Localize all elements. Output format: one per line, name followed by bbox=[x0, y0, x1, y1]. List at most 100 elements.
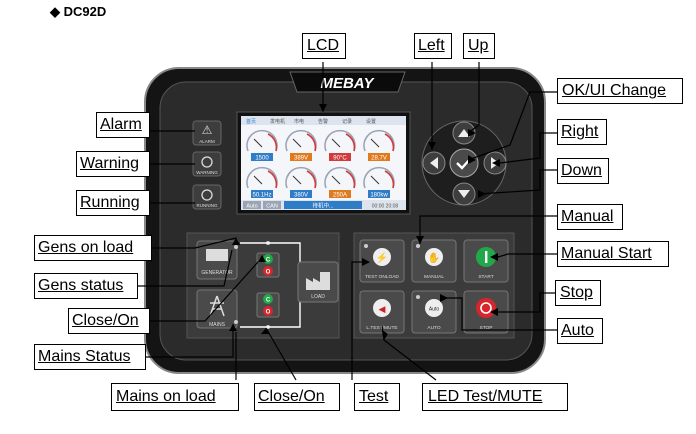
svg-text:1500: 1500 bbox=[255, 156, 269, 162]
lcd-gauge: 250A bbox=[324, 166, 356, 199]
callout-running-label: Running bbox=[80, 194, 140, 211]
test-onload-button: ⚡ TEST ONLOAD bbox=[359, 239, 405, 283]
svg-text:CAN: CAN bbox=[266, 204, 278, 210]
callout-up-label: Up bbox=[468, 37, 489, 54]
callout-right bbox=[557, 119, 607, 145]
svg-text:START: START bbox=[478, 274, 493, 280]
callout-warning bbox=[76, 151, 150, 177]
lcd-tab: 记录 bbox=[342, 118, 352, 125]
svg-text:00:00 20:08: 00:00 20:08 bbox=[372, 204, 399, 210]
lcd-gauge: 380V bbox=[285, 166, 317, 199]
svg-text:389V: 389V bbox=[294, 156, 308, 162]
svg-text:250A: 250A bbox=[333, 193, 347, 199]
lcd-tab: 告警 bbox=[318, 118, 328, 125]
callout-gens-on-load bbox=[34, 235, 152, 261]
lcd-gauge: 389V bbox=[285, 129, 317, 162]
callout-right-label: Right bbox=[561, 123, 599, 140]
svg-text:90°C: 90°C bbox=[333, 156, 347, 162]
callout-down-label: Down bbox=[561, 162, 602, 179]
lcd-gauge: 50.1Hz bbox=[246, 166, 278, 199]
callout-ok-ui bbox=[557, 78, 683, 104]
factory-icon bbox=[306, 272, 330, 290]
lcd-gauge: 1500 bbox=[246, 129, 278, 162]
pylon-icon bbox=[209, 295, 225, 317]
mains-status-led bbox=[234, 320, 238, 324]
callout-led-test-mute-label: LED Test/MUTE bbox=[428, 388, 543, 405]
lcd-tab: 首页 bbox=[246, 118, 256, 125]
mains-switch bbox=[256, 292, 280, 318]
callout-up bbox=[463, 33, 495, 59]
svg-text:GENERATOR: GENERATOR bbox=[201, 270, 233, 276]
lcd-tab: 发电机 bbox=[270, 118, 285, 125]
svg-text:STOP: STOP bbox=[480, 325, 493, 331]
model-title: ◆ DC92D bbox=[50, 4, 107, 19]
mute-icon: ◀ bbox=[379, 304, 386, 314]
svg-text:Auto: Auto bbox=[246, 204, 257, 210]
stop-button: STOP bbox=[463, 290, 509, 334]
lcd-gauges: 1500 389V 90°C 28.7V 50.1Hz 380V 250A 180kw bbox=[246, 129, 395, 199]
auto-button: Auto AUTO bbox=[411, 290, 457, 334]
brand-logo: MEBAY bbox=[320, 75, 375, 92]
svg-text:ALARM: ALARM bbox=[199, 139, 215, 144]
callout-manual bbox=[557, 204, 623, 230]
callout-lcd bbox=[302, 33, 346, 59]
svg-text:O: O bbox=[266, 270, 271, 276]
svg-text:180kw: 180kw bbox=[370, 193, 388, 199]
generator-icon bbox=[206, 249, 228, 261]
svg-text:Auto: Auto bbox=[429, 307, 440, 313]
alarm-led-group: ⚠ ALARM bbox=[192, 120, 222, 146]
callout-gens-status-label: Gens status bbox=[38, 277, 124, 294]
svg-text:TEST ONLOAD: TEST ONLOAD bbox=[365, 274, 399, 280]
callout-close-on-2-label: Close/On bbox=[258, 388, 325, 405]
callout-close-on-1 bbox=[68, 308, 150, 334]
callout-alarm bbox=[96, 112, 150, 138]
svg-text:28.7V: 28.7V bbox=[371, 156, 387, 162]
callout-manual-label: Manual bbox=[561, 208, 614, 225]
warning-led-group: WARNING bbox=[192, 151, 222, 177]
callout-mains-status bbox=[34, 344, 146, 370]
callout-running bbox=[76, 190, 150, 216]
running-icon bbox=[201, 189, 213, 201]
svg-text:LOAD: LOAD bbox=[311, 294, 325, 300]
callout-down bbox=[557, 158, 609, 184]
gens-status-led bbox=[234, 245, 238, 249]
callout-gens-on-load-label: Gens on load bbox=[38, 239, 134, 256]
brand-bar bbox=[289, 71, 406, 93]
alarm-icon: ⚠ bbox=[202, 123, 213, 137]
callout-mains-on-load-label: Mains on load bbox=[116, 388, 216, 405]
lcd-tab: 设置 bbox=[366, 118, 376, 125]
svg-text:待机中...: 待机中... bbox=[312, 202, 334, 210]
svg-text:380V: 380V bbox=[294, 193, 308, 199]
svg-text:C: C bbox=[266, 258, 271, 264]
lcd-gauge: 180kw bbox=[363, 166, 395, 199]
callout-mains-status-label: Mains Status bbox=[38, 348, 131, 365]
manual-button: ✋ MANUAL bbox=[411, 239, 457, 283]
callout-manual-start bbox=[557, 241, 669, 267]
lcd-tab: 市电 bbox=[294, 118, 304, 125]
callout-lcd-label: LCD bbox=[307, 37, 340, 54]
callout-stop-label: Stop bbox=[560, 284, 593, 301]
callout-manual-start-label: Manual Start bbox=[561, 245, 652, 262]
svg-text:WARNING: WARNING bbox=[196, 170, 218, 175]
svg-text:C: C bbox=[266, 298, 271, 304]
svg-text:50.1Hz: 50.1Hz bbox=[252, 193, 271, 199]
callout-stop bbox=[555, 280, 601, 306]
svg-text:AUTO: AUTO bbox=[427, 325, 441, 331]
hand-icon: ✋ bbox=[428, 251, 440, 264]
svg-text:⚡: ⚡ bbox=[376, 251, 388, 264]
leader-arrowheads bbox=[229, 104, 500, 340]
ok-button bbox=[449, 148, 479, 178]
callout-led-test-mute bbox=[422, 383, 568, 411]
lcd-tabs: 首页 发电机 市电 告警 记录 设置 bbox=[246, 118, 376, 125]
callout-warning-label: Warning bbox=[80, 155, 139, 172]
callout-close-on-1-label: Close/On bbox=[72, 312, 139, 329]
callout-ok-ui-label: OK/UI Change bbox=[562, 82, 667, 99]
svg-text:RUNNING: RUNNING bbox=[197, 203, 218, 208]
running-led-group: RUNNING bbox=[192, 184, 222, 210]
callout-test-label: Test bbox=[359, 388, 389, 405]
callout-alarm-label: Alarm bbox=[100, 116, 142, 133]
callout-mains-on-load bbox=[111, 383, 239, 411]
svg-text:MANUAL: MANUAL bbox=[424, 274, 444, 280]
svg-text:O: O bbox=[266, 310, 271, 316]
